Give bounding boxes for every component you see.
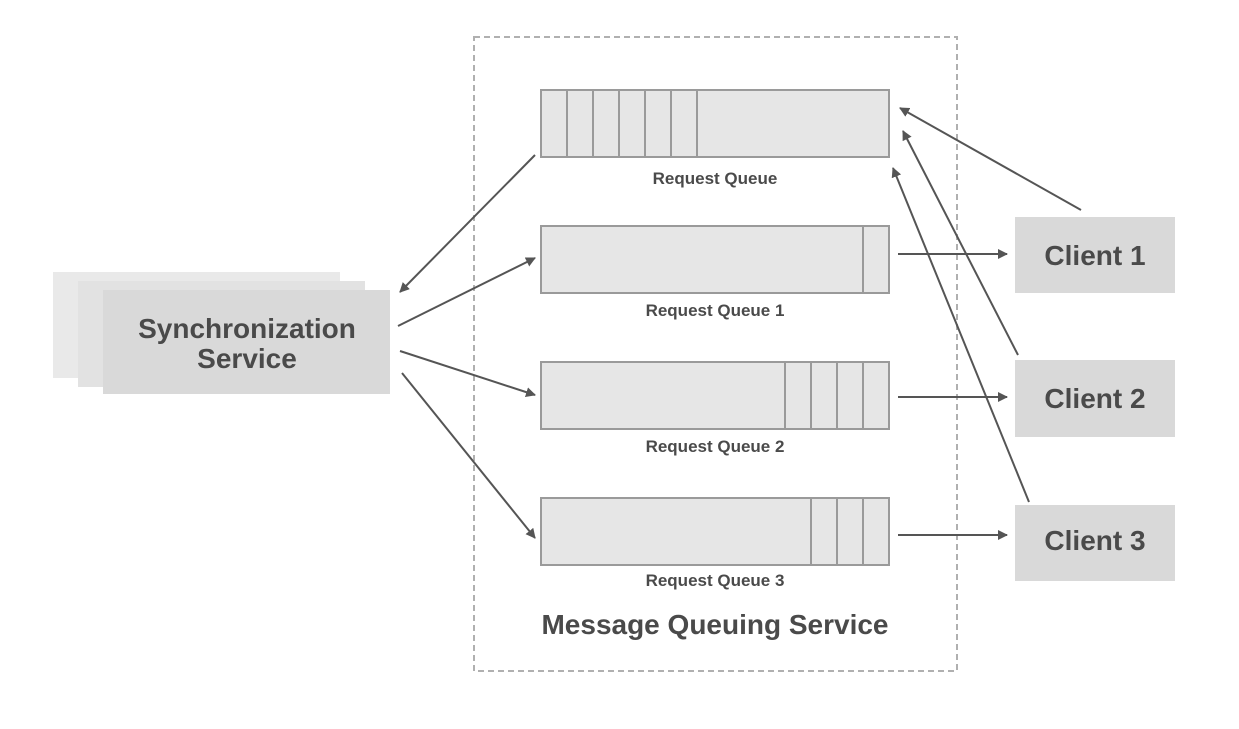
client-3-label: Client 3: [1044, 525, 1145, 556]
arrow-request-queue-to-sync: [399, 154, 536, 293]
request-queue-2-message-cell: [862, 361, 890, 430]
request-queue-main-message-cell: [566, 89, 594, 158]
request-queue-2-message-cell: [784, 361, 812, 430]
arrow-sync-to-queue-1: [397, 257, 536, 327]
request-queue-main-message-cell: [618, 89, 646, 158]
client-2-box[interactable]: [1015, 360, 1175, 437]
request-queue-2-message-cell: [810, 361, 838, 430]
request-queue-2[interactable]: Request Queue 2: [540, 361, 890, 456]
sync-service-label-line2: Service: [197, 343, 297, 374]
request-queue-2-label: Request Queue 2: [646, 437, 785, 456]
request-queue-main-message-cell: [670, 89, 698, 158]
client-2-label: Client 2: [1044, 383, 1145, 414]
request-queue-3-message-cell: [836, 497, 864, 566]
arrow-client-3-to-request-queue: [891, 167, 1030, 503]
client-3-box[interactable]: [1015, 505, 1175, 581]
message-queuing-service-boundary: [473, 36, 958, 672]
request-queue-3-message-cell: [810, 497, 838, 566]
request-queue-3[interactable]: Request Queue 3: [540, 497, 890, 590]
arrows: [397, 107, 1082, 540]
arrow-client-2-to-request-queue: [902, 130, 1019, 356]
request-queue-main-label: Request Queue: [653, 169, 778, 188]
synchronization-service[interactable]: Synchronization Service: [53, 272, 390, 394]
request-queue-1[interactable]: Request Queue 1: [540, 225, 890, 320]
request-queue-main-message-cell: [644, 89, 672, 158]
client-1[interactable]: Client 1: [1015, 217, 1175, 293]
request-queue-3-message-cell: [862, 497, 890, 566]
arrow-sync-to-queue-2: [399, 350, 536, 397]
arrow-sync-to-queue-3: [401, 372, 536, 539]
sync-service-label-line1: Synchronization: [138, 313, 356, 344]
message-queuing-service-label: Message Queuing Service: [541, 609, 888, 640]
arrow-client-1-to-request-queue: [899, 107, 1082, 211]
request-queue-1-bar: [540, 225, 890, 294]
client-1-label: Client 1: [1044, 240, 1145, 271]
client-2[interactable]: Client 2: [1015, 360, 1175, 437]
sync-service-box[interactable]: [103, 290, 390, 394]
request-queue-1-message-cell: [862, 225, 890, 294]
request-queue-1-label: Request Queue 1: [646, 301, 785, 320]
request-queue-main[interactable]: Request Queue: [540, 89, 890, 188]
request-queue-3-label: Request Queue 3: [646, 571, 785, 590]
request-queue-2-message-cell: [836, 361, 864, 430]
client-3[interactable]: Client 3: [1015, 505, 1175, 581]
request-queue-main-message-cell: [592, 89, 620, 158]
request-queue-main-message-cell: [540, 89, 568, 158]
client-1-box[interactable]: [1015, 217, 1175, 293]
